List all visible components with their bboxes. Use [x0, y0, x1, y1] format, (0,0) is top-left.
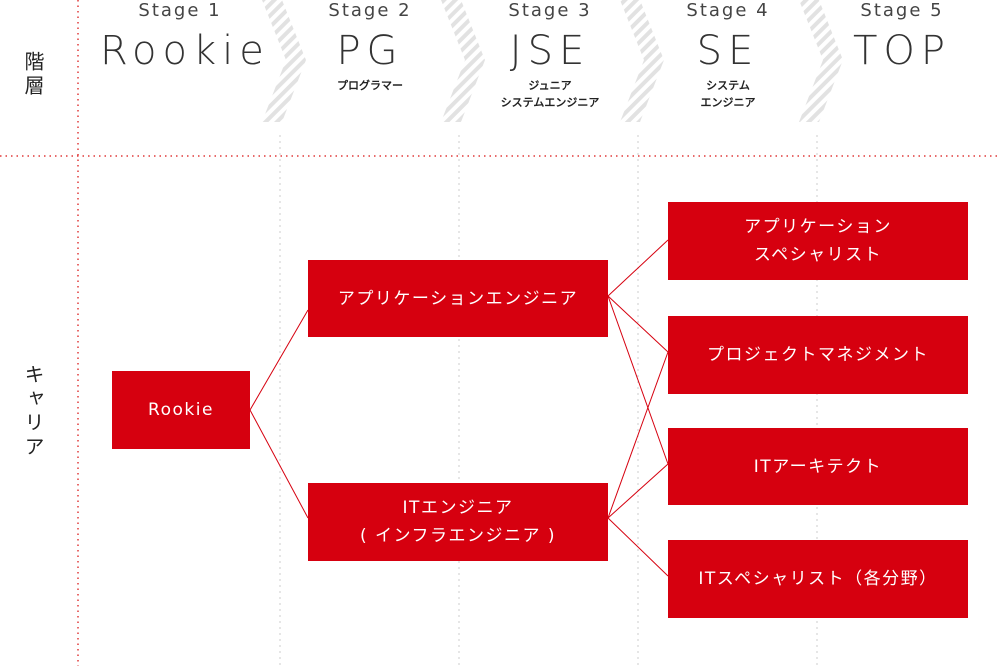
stage-2: Stage 2 PG プログラマー [290, 0, 450, 94]
stage-subtitle: プログラマー [337, 79, 403, 92]
stage-name: TOP [852, 28, 952, 74]
stage-chevron [262, 0, 306, 122]
node-it-architect: ITアーキテクト [668, 428, 968, 505]
connector-line [249, 409, 309, 519]
connector-line [607, 351, 669, 519]
row-label-level: 階層 [21, 51, 45, 99]
stage-number: Stage 5 [860, 0, 944, 21]
stage-number: Stage 2 [328, 0, 412, 21]
node-rookie: Rookie [112, 371, 250, 449]
node-application-engineer: アプリケーションエンジニア [308, 260, 608, 337]
stage-1: Stage 1 Rookie [100, 0, 270, 77]
connector-line [607, 295, 669, 465]
stage-name: PG [336, 28, 404, 74]
stage-subtitle: システム エンジニア [700, 79, 756, 109]
stage-3: Stage 3 JSE ジュニア システムエンジニア [460, 0, 640, 111]
stage-4: Stage 4 SE システム エンジニア [648, 0, 808, 111]
stage-subtitle: ジュニア システムエンジニア [500, 79, 600, 109]
node-application-specialist: アプリケーション スペシャリスト [668, 202, 968, 280]
connector-line [249, 309, 309, 411]
stage-5: Stage 5 TOP [822, 0, 982, 77]
stage-number: Stage 1 [138, 0, 222, 21]
stage-number: Stage 4 [686, 0, 770, 21]
connector-line [607, 517, 669, 577]
stage-chevron [441, 0, 485, 122]
node-it-specialist: ITスペシャリスト（各分野） [668, 540, 968, 618]
connector-line [607, 239, 669, 297]
row-label-career: キャリア [21, 364, 45, 460]
stage-name: SE [696, 28, 760, 74]
connector-line [607, 463, 669, 519]
connector-line [607, 295, 669, 353]
node-it-engineer: ITエンジニア ( インフラエンジニア ) [308, 483, 608, 561]
connectors [249, 239, 669, 577]
stage-number: Stage 3 [508, 0, 592, 21]
stage-chevron [620, 0, 664, 122]
node-project-management: プロジェクトマネジメント [668, 316, 968, 394]
stage-name: Rookie [100, 28, 270, 74]
stage-name: JSE [509, 28, 591, 74]
stage-chevron [799, 0, 843, 122]
